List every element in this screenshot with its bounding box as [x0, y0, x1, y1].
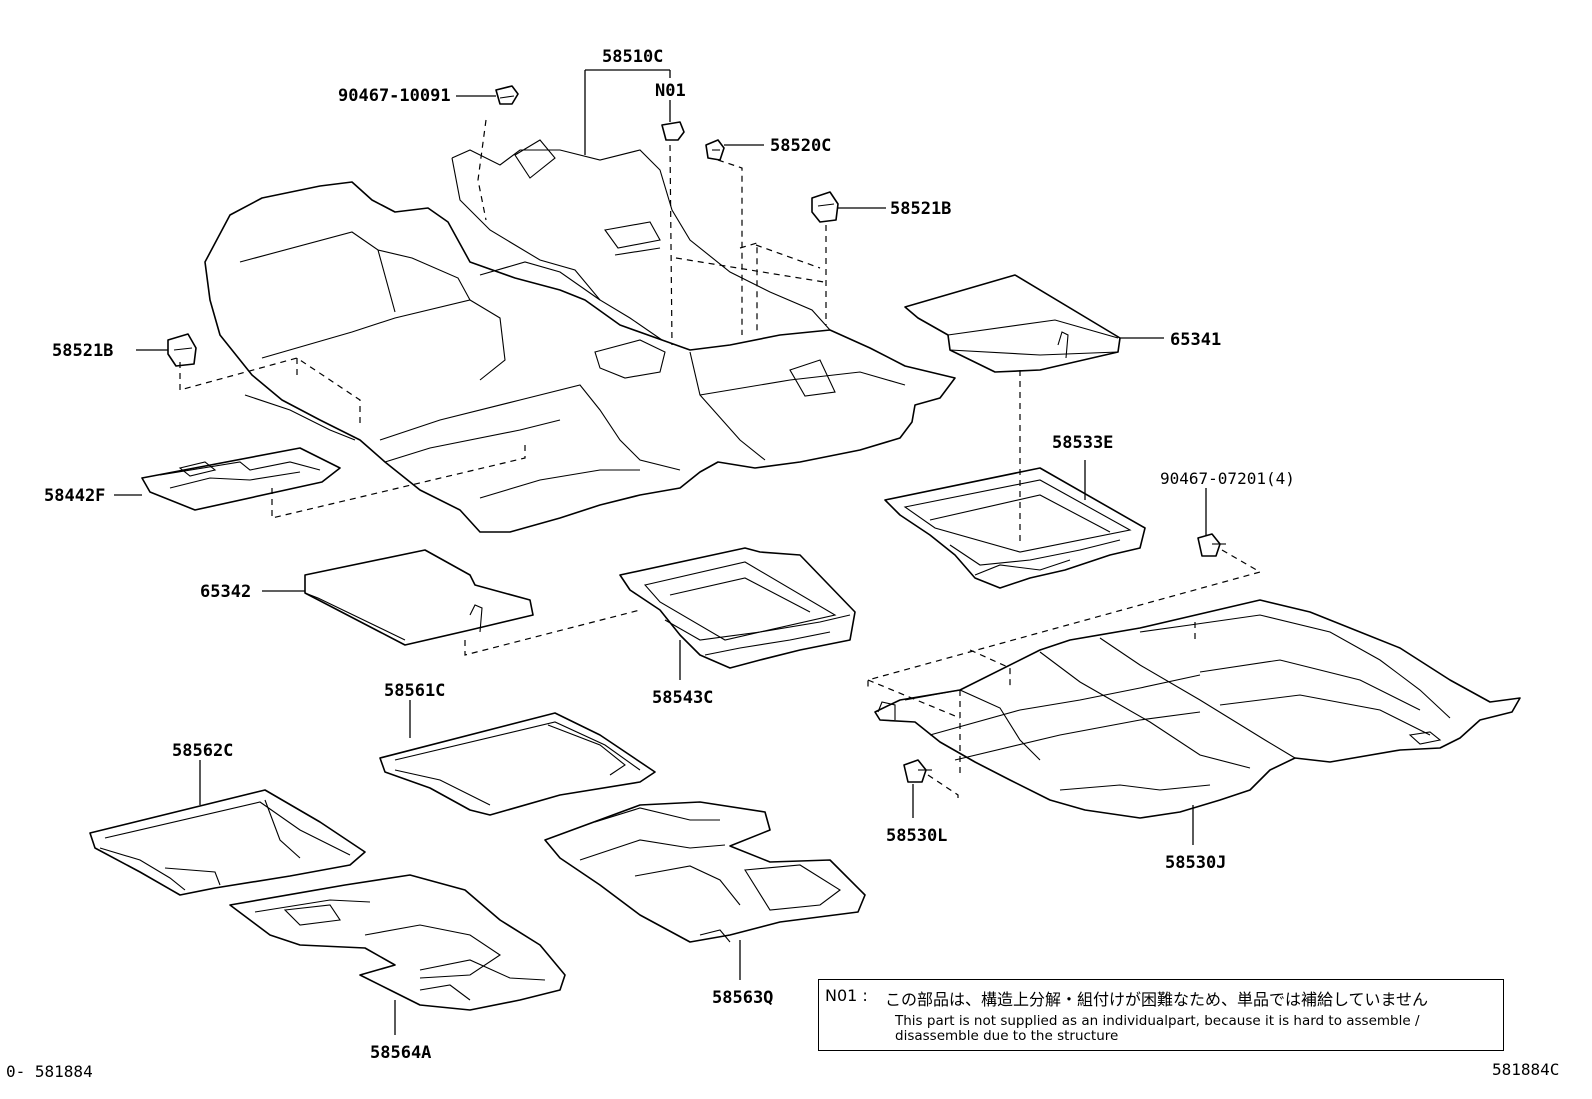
mat-58563Q — [544, 801, 866, 943]
label-58521B-left: 58521B — [52, 341, 113, 361]
note-box: N01 : この部品は、構造上分解・組付けが困難なため、単品では補給していません… — [818, 979, 1504, 1051]
mat-58561C — [379, 712, 656, 816]
label-58520C: 58520C — [770, 136, 831, 156]
label-58530J: 58530J — [1165, 853, 1226, 873]
clip-58530L — [903, 759, 932, 783]
panel-65342 — [304, 549, 534, 646]
label-N01: N01 — [655, 81, 686, 101]
footer-left-code: 0- 581884 — [6, 1062, 93, 1081]
label-90467-07201: 90467-07201(4) — [1160, 469, 1295, 488]
label-58521B-right: 58521B — [890, 199, 951, 219]
label-58533E: 58533E — [1052, 433, 1113, 453]
mat-58564A — [229, 874, 566, 1011]
label-58442F: 58442F — [44, 486, 105, 506]
label-58563Q: 58563Q — [712, 988, 773, 1008]
note-japanese-text: この部品は、構造上分解・組付けが困難なため、単品では補給していません — [885, 990, 1429, 1009]
clip-58521B-left — [167, 333, 197, 367]
rear-floor-carpet — [874, 599, 1521, 819]
tray-58543C — [619, 547, 856, 669]
clip-90467-10091 — [495, 85, 519, 105]
clip-90467-07201 — [1197, 533, 1226, 557]
leader-lines — [114, 69, 1207, 1035]
label-90467-10091: 90467-10091 — [338, 86, 451, 106]
part-labels: 58510C 90467-10091 N01 58520C 58521B 585… — [44, 47, 1295, 1063]
label-58530L: 58530L — [886, 826, 947, 846]
label-58562C: 58562C — [172, 741, 233, 761]
front-floor-carpet — [204, 139, 956, 533]
assembly-lines — [179, 119, 1262, 802]
clip-N01 — [661, 121, 685, 141]
label-58510C: 58510C — [602, 47, 663, 67]
mat-58442F — [141, 447, 341, 511]
label-58561C: 58561C — [384, 681, 445, 701]
note-english-text: This part is not supplied as an individu… — [895, 1013, 1420, 1044]
panel-65341 — [904, 274, 1121, 373]
label-58543C: 58543C — [652, 688, 713, 708]
tray-58533E — [884, 467, 1146, 589]
footer-right-code: 581884C — [1492, 1060, 1560, 1079]
label-65341: 65341 — [1170, 330, 1221, 350]
clip-58520C — [705, 139, 725, 161]
clip-58521B-right — [811, 191, 839, 223]
label-58564A: 58564A — [370, 1043, 431, 1063]
label-65342: 65342 — [200, 582, 251, 602]
mat-58562C — [89, 789, 366, 896]
note-code: N01 : — [825, 986, 868, 1005]
